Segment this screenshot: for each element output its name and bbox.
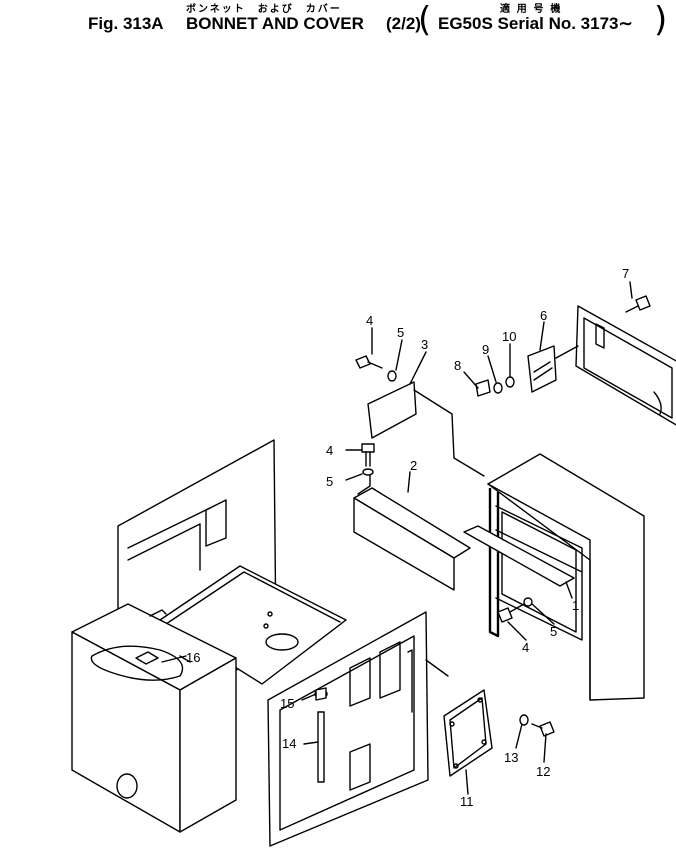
callout-4: 4	[522, 640, 529, 655]
callout-12: 12	[536, 764, 550, 779]
bonnet-body	[71, 603, 237, 833]
handle-recess	[135, 651, 159, 665]
callout-7: 7	[622, 266, 629, 281]
callout-11: 11	[460, 794, 474, 809]
washer-5-lower	[523, 597, 533, 607]
bracket-1	[463, 525, 575, 587]
callout-1: 1	[572, 598, 579, 613]
jp-applicable-models: 適 用 号 機	[500, 4, 563, 15]
callout-3: 3	[421, 337, 428, 352]
callout-8: 8	[454, 358, 461, 373]
cover-plate-3	[367, 381, 417, 439]
callout-5: 5	[326, 474, 333, 489]
side-panel	[267, 611, 429, 847]
washer-13	[519, 714, 529, 726]
washer-5	[387, 370, 397, 382]
bolt-4-head	[355, 355, 371, 369]
callout-10: 10	[502, 329, 516, 344]
callout-6: 6	[540, 308, 547, 323]
figure-number: Fig. 313A	[88, 14, 164, 33]
bolt-7	[635, 295, 651, 311]
callout-16: 16	[186, 650, 200, 665]
right-parenthesis: )	[654, 0, 668, 40]
bolt-4-upper	[361, 443, 375, 453]
callout-stubs	[161, 281, 633, 795]
figure-title: BONNET AND COVER	[186, 14, 364, 33]
callout-5: 5	[397, 325, 404, 340]
callout-4: 4	[366, 313, 373, 328]
main-frame	[487, 453, 645, 701]
bolt-4-lower	[497, 607, 513, 623]
sheet-indicator: (2/2)	[386, 14, 421, 33]
fasteners	[355, 295, 651, 737]
callout-9: 9	[482, 342, 489, 357]
callout-13: 13	[504, 750, 518, 765]
left-parenthesis: (	[418, 0, 432, 40]
bolt-12	[539, 721, 555, 737]
callout-numbers: 7 4 5 3 9 10 6 8 4 5 2 1 5 4 16 15 14 13…	[186, 266, 629, 809]
washer-10	[505, 376, 515, 388]
window-panel	[575, 305, 676, 426]
callout-5: 5	[550, 624, 557, 639]
washer-9	[493, 382, 503, 394]
callout-15: 15	[280, 696, 294, 711]
callout-4: 4	[326, 443, 333, 458]
rod-assembly	[314, 687, 328, 783]
glass-6	[527, 345, 557, 393]
cover-11	[443, 689, 493, 777]
stay-bracket-2	[353, 487, 471, 591]
callout-14: 14	[282, 736, 296, 751]
jp-part-name: ボンネット および カバー	[186, 4, 342, 15]
nut-8	[475, 379, 491, 397]
callout-2: 2	[410, 458, 417, 473]
leader-lines	[179, 345, 579, 677]
serial-number: EG50S Serial No. 3173∼	[438, 14, 633, 33]
